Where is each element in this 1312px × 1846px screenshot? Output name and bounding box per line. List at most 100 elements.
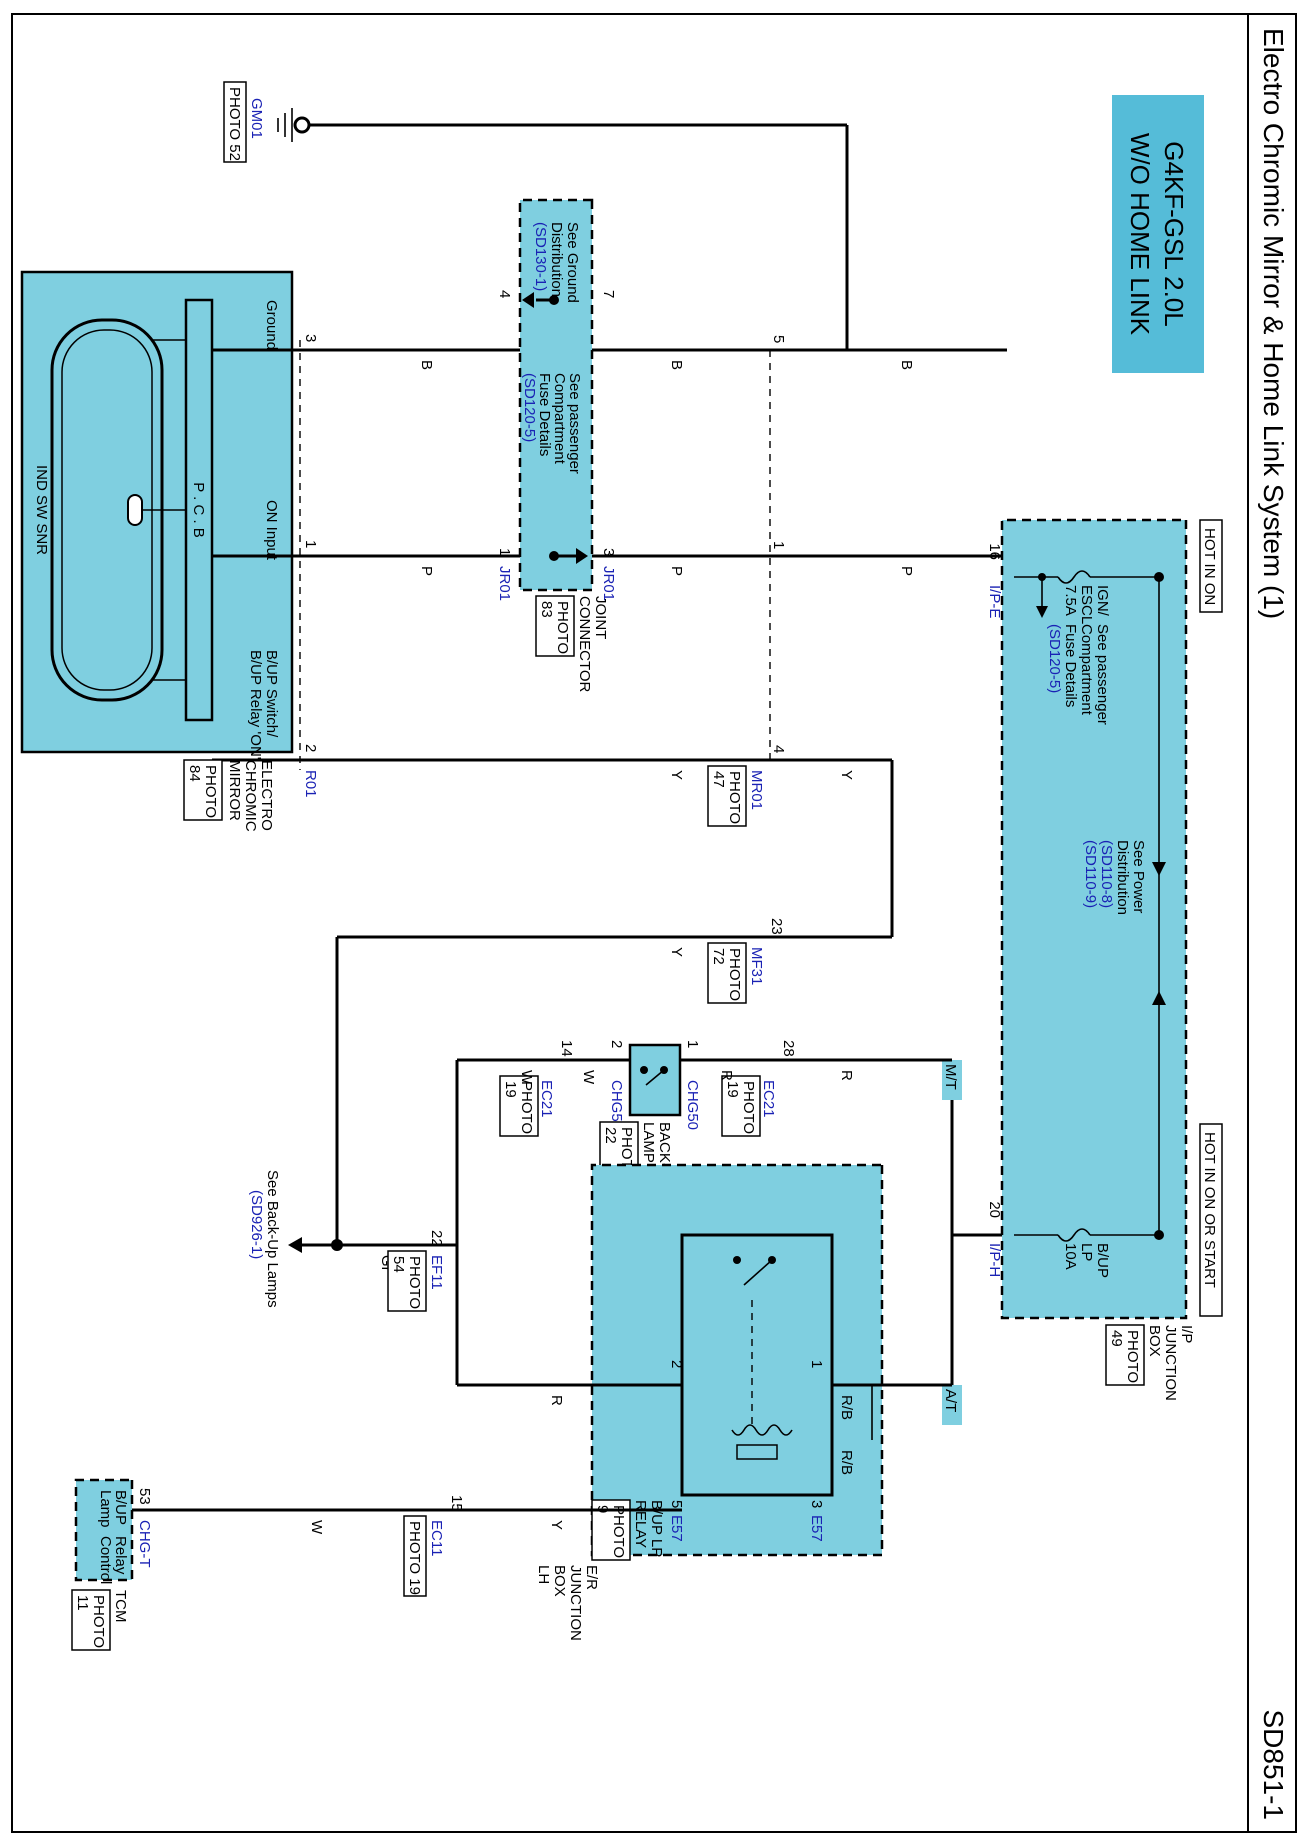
mf31-photo-tag [707,942,747,1004]
switch-blade [645,1069,665,1086]
mr01-photo-tag [707,765,747,827]
wire-color-r-1: R [838,1070,855,1081]
ground-photo: PHOTO 52 [226,87,243,161]
joint-power-node [549,551,559,561]
wire-color-y-3: Y [668,947,685,957]
backup-lamp-switch [628,1043,682,1117]
wire-color-b-3: B [418,360,435,370]
mirror-conn: R01 [302,770,319,798]
mirror-pin-2: 2 [302,744,319,752]
ipjb-photo-tag [1105,1324,1145,1386]
hot-in-on-or-start-label: HOT IN ON OR START [1201,1132,1218,1288]
ec21-code-b: EC21 [538,1080,555,1118]
joint-pin-4: 4 [496,290,513,298]
mf31-photo-1: PHOTO [726,948,743,1001]
at-tag [942,1385,962,1425]
variant-banner [1112,95,1204,373]
relay-name-1: B/UP LP [648,1500,665,1557]
relay-pin-3: 3 [808,1500,825,1508]
relay-resistor [736,1444,778,1460]
ipjb-name-3: BOX [1146,1325,1163,1357]
ec21-photo-b-tag [499,1075,539,1137]
ef11-code: EF11 [428,1255,445,1290]
ec21-photo-a-tag [721,1075,761,1137]
mirror-pin-3: 3 [302,334,319,342]
mirror-term-on: ON Input [263,500,280,561]
joint-connector-box [518,198,594,592]
mr01-photo-1: PHOTO [726,771,743,824]
wire-color-rb-1: R/B [838,1395,855,1420]
ec11-photo-tag [403,1515,427,1597]
ec11-pin: 15 [448,1495,465,1512]
er-box-3: BOX [551,1565,568,1597]
backup-ref-text: See Back-Up Lamps [264,1170,281,1308]
ef11-photo-tag [387,1250,427,1312]
mr01-photo-2: 47 [710,771,727,788]
mt-tag [942,1060,962,1100]
tcm-control-box [74,1478,134,1582]
relay-pin-1: 1 [808,1360,825,1368]
wire-color-w-2: W [518,1070,535,1085]
mirror-pin-1: 1 [302,540,319,548]
relay-conn-a: E57 [808,1515,825,1542]
tcm-pin: 53 [136,1488,153,1505]
power-code-2: (SD110-9) [1082,840,1099,908]
tcm-label-3: Relay [112,1536,129,1575]
mr01-pin-4: 4 [770,745,787,753]
ip-junction-box [1000,518,1188,1320]
fuse1-ref-1: See passenger [1094,624,1111,725]
tcm-label-4: Control [97,1536,114,1584]
mr01-pin-1: 1 [770,541,787,549]
joint-ground-arrow [522,292,534,308]
joint-pin-1: 1 [496,548,513,556]
ipjb-name-1: I/P [1178,1325,1195,1343]
ec21-photo-a-1: PHOTO [740,1081,757,1134]
ec11-code: EC11 [428,1520,445,1556]
mirror-photo-1: PHOTO [202,765,219,818]
ipjb-pin-h: 20 [986,1201,1003,1218]
power-code-1: (SD110-8) [1098,840,1115,908]
joint-photo-1: PHOTO [554,601,571,654]
power-arrow-right [1152,991,1166,1005]
ec21-photo-a-2: 19 [724,1081,741,1098]
ec11-photo: PHOTO 19 [406,1521,423,1595]
variant-line1: G4KF-GSL 2.0L [1159,141,1189,326]
er-box-1: E/R [583,1565,600,1590]
ef11-photo-1: PHOTO [406,1256,423,1309]
fuse-bup-lp [1057,1228,1091,1242]
mirror-term-ground: Ground [263,300,280,350]
joint-ground-node [549,295,559,305]
tcm-photo-2: 11 [74,1595,91,1611]
joint-name-1: JOINT [592,596,609,639]
mf31-code: MF31 [748,947,765,985]
relay-pin-2: 2 [668,1360,685,1368]
wire-color-y-1: Y [838,770,855,780]
fuse2-label-1: B/UP [1094,1243,1111,1278]
fuse1-label-3: 7.5A [1062,585,1079,616]
mf31-pin: 23 [768,918,785,935]
wire-color-b-2: B [668,360,685,370]
fuse2-label-2: LP [1078,1243,1095,1261]
wire-color-r-3: R [548,1395,565,1406]
ec21-pin-b: 14 [558,1040,575,1057]
wire-color-r-2: R [718,1070,735,1081]
bup-lp-relay [680,1233,834,1497]
mf31-photo-2: 72 [710,948,727,965]
fuse1-ref-arrow [1036,606,1048,618]
joint-conn-lower: JR01 [496,566,513,601]
fuse-ign-escl [1057,570,1091,584]
joint-fuse-ref-1: See passenger [566,373,583,474]
joint-fuse-ref-3: Fuse Details [536,373,553,456]
fuse1-ref-3: Fuse Details [1062,624,1079,707]
joint-name-2: CONNECTOR [576,596,593,693]
power-arrow-left [1152,862,1166,876]
electro-chromic-mirror [20,270,294,754]
ipjb-conn-e: I/P-E [986,585,1003,618]
joint-conn-upper: JR01 [600,566,617,601]
mirror-sensor-pod [127,494,143,526]
wire-color-w-1: W [580,1070,597,1085]
ipjb-name-2: JUNCTION [1162,1325,1179,1401]
variant-line2: W/O HOME LINK [1125,133,1155,336]
sheet-frame [11,13,1297,1833]
